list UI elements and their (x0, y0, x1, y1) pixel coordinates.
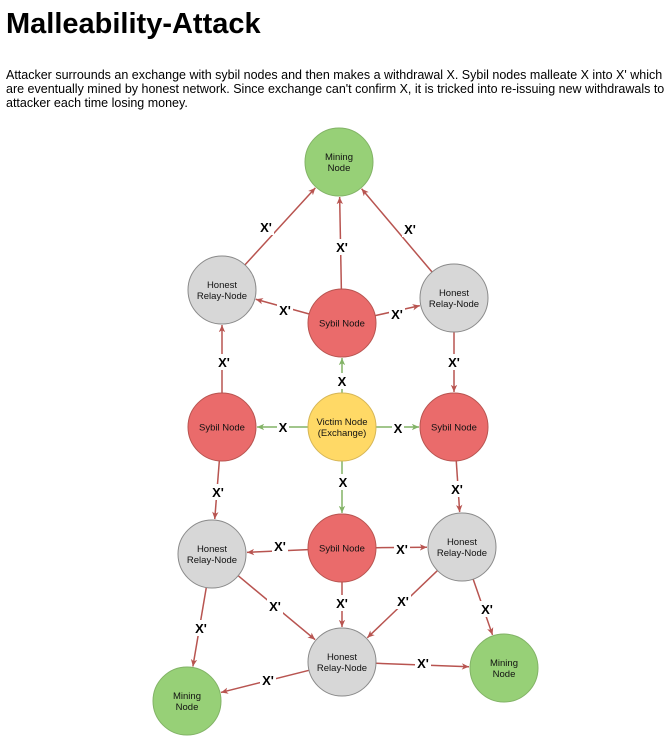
node-label: Sybil Node (319, 544, 365, 555)
node-honest-circle (307, 627, 377, 697)
edge-label: X' (260, 220, 272, 235)
edge-honest-top-right-to-mining-top (361, 188, 433, 273)
edge-layer: X X X X X' X' X' X' X' X' X' X' X' X' X' X' X' X' X' X' X' X' (190, 187, 495, 694)
node-label: Relay-Node (187, 555, 237, 566)
node-label: Honest (327, 652, 357, 663)
node-label: Node (493, 669, 516, 680)
node-sybil-circle (187, 392, 257, 462)
node-sybil-circle (419, 392, 489, 462)
node-label: Mining (173, 691, 201, 702)
edge-label: X' (417, 656, 429, 671)
node-honest-circle (177, 519, 247, 589)
edge-label-background (336, 373, 348, 389)
description-text: Attacker surrounds an exchange with sybi… (6, 68, 665, 110)
node-label: Sybil Node (199, 423, 245, 434)
node-sybil-right: Sybil Node (419, 392, 489, 462)
edge-label-background (449, 481, 465, 497)
edge-label: X' (397, 594, 409, 609)
node-label: Sybil Node (319, 319, 365, 330)
edge-label-background (337, 474, 349, 490)
page-title: Malleability-Attack (6, 8, 261, 40)
node-honest-circle (419, 263, 489, 333)
edge-label: X (394, 421, 403, 436)
edge-label-background (334, 595, 350, 611)
edge-honest-top-left-to-mining-top (244, 187, 316, 266)
node-honest-circle (427, 512, 497, 582)
edge-label: X' (336, 240, 348, 255)
node-victim: Victim Node(Exchange) (307, 392, 377, 462)
node-victim-circle (307, 392, 377, 462)
node-sybil-circle (307, 288, 377, 358)
edge-label: X' (451, 482, 463, 497)
edge-label: X' (262, 673, 274, 688)
edge-label-background (415, 655, 431, 671)
edge-label: X (279, 420, 288, 435)
edge-label: X' (212, 485, 224, 500)
node-mining-circle (152, 666, 222, 736)
edge-label-background (446, 354, 462, 370)
edge-label: X' (218, 355, 230, 370)
node-sybil-top: Sybil Node (307, 288, 377, 358)
edge-label-background (272, 538, 288, 554)
edge-label-background (210, 484, 226, 500)
edge-label: X' (279, 303, 291, 318)
node-sybil-circle (307, 513, 377, 583)
node-label: (Exchange) (318, 428, 367, 439)
edge-label-background (334, 239, 350, 255)
node-label: Honest (439, 288, 469, 299)
node-label: Node (328, 163, 351, 174)
edge-label-background (277, 302, 293, 318)
edge-label-background (267, 598, 283, 614)
edge-label-background (389, 306, 405, 322)
node-label: Relay-Node (437, 548, 487, 559)
edge-label-background (394, 541, 410, 557)
node-label: Node (176, 702, 199, 713)
node-label: Sybil Node (431, 423, 477, 434)
edge-label-background (260, 672, 276, 688)
edge-label: X' (269, 599, 281, 614)
node-honest-circle (187, 255, 257, 325)
node-label: Victim Node (316, 417, 367, 428)
edge-label: X' (336, 596, 348, 611)
node-sybil-left: Sybil Node (187, 392, 257, 462)
node-label: Honest (207, 280, 237, 291)
edge-label: X (338, 374, 347, 389)
edge-label-background (479, 601, 495, 617)
edge-label-background (402, 221, 418, 237)
edge-label: X' (404, 222, 416, 237)
edge-label: X' (448, 355, 460, 370)
node-mining-circle (304, 127, 374, 197)
node-label: Honest (447, 537, 477, 548)
node-label: Relay-Node (197, 291, 247, 302)
edge-label-background (193, 620, 209, 636)
edge-label: X' (391, 307, 403, 322)
edge-label: X' (195, 621, 207, 636)
node-label: Relay-Node (317, 663, 367, 674)
edge-label-background (216, 354, 232, 370)
node-label: Mining (325, 152, 353, 163)
node-label: Mining (490, 658, 518, 669)
edge-label: X' (481, 602, 493, 617)
edge-label: X (339, 475, 348, 490)
edge-label-background (258, 219, 274, 235)
edge-label: X' (274, 539, 286, 554)
node-mining-circle (469, 633, 539, 703)
edge-label-background (395, 593, 411, 609)
node-label: Relay-Node (429, 299, 479, 310)
node-sybil-bottom: Sybil Node (307, 513, 377, 583)
node-label: Honest (197, 544, 227, 555)
edge-label: X' (396, 542, 408, 557)
edge-label-background (277, 419, 289, 435)
edge-label-background (392, 420, 404, 436)
